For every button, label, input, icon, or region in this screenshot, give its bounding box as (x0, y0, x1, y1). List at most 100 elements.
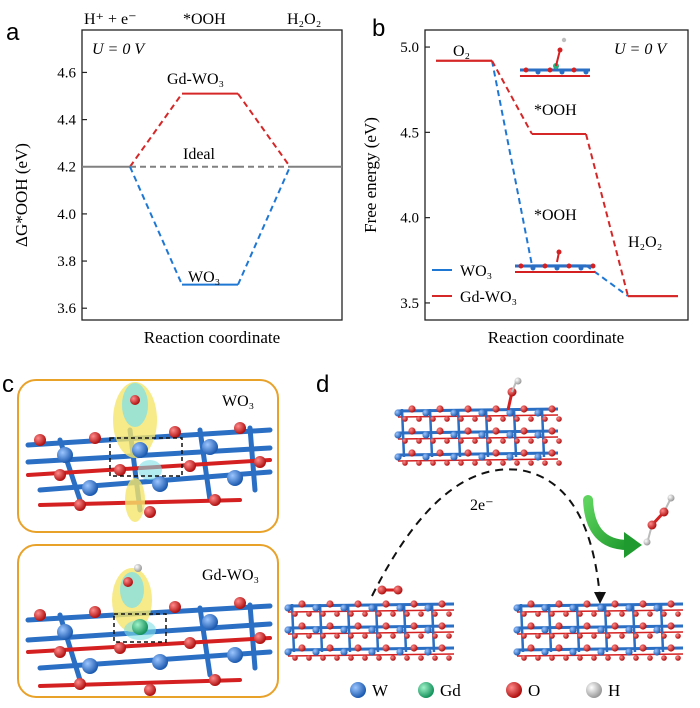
o-atom (492, 449, 500, 457)
w-atom (625, 604, 633, 612)
o-atom (591, 611, 597, 617)
o-atom (528, 438, 534, 444)
o-atom (521, 611, 527, 617)
w-atom (340, 604, 348, 612)
panel-a-plot-frame (81, 29, 343, 321)
panel-c-top-label: WO₃ (222, 393, 254, 410)
o-atom (667, 600, 675, 608)
o-atom (458, 460, 464, 466)
w-atom (534, 453, 542, 461)
o-atom (555, 622, 563, 630)
o-atom (458, 438, 464, 444)
panel-a-xlabel: Reaction coordinate (144, 328, 280, 347)
o-atom (548, 449, 556, 457)
panel-b-label-ooh-gd: *OOH (534, 102, 577, 119)
o-atom (548, 405, 556, 413)
o-atom (555, 600, 563, 608)
w-atom (569, 626, 577, 634)
slab-bond (397, 436, 559, 440)
b-connector-series-0 (491, 60, 533, 266)
w-atom (396, 626, 404, 634)
o-atom (675, 611, 681, 617)
w-atom (340, 626, 348, 634)
w-atom (284, 648, 292, 656)
o-atom (633, 611, 639, 617)
o-atom (432, 611, 438, 617)
slab-bond (484, 408, 490, 458)
o-atom (521, 655, 527, 661)
b-ytick-label: 3.5 (400, 296, 419, 312)
a-connector-wo3 (129, 166, 183, 286)
w-atom (541, 626, 549, 634)
gd-atom (354, 600, 362, 608)
a-connector-gd (129, 93, 183, 168)
panel-b-wo3-structure-thumbnail (515, 249, 596, 273)
slab-bond (456, 408, 462, 458)
w-atom (312, 648, 320, 656)
o-atom (611, 600, 619, 608)
w-atom (284, 604, 292, 612)
o-atom (563, 655, 569, 661)
panel-b: b U = 0 V 3.54.04.55.0 O₂ *OOH *OOH H₂O₂ (361, 15, 689, 347)
o-atom (416, 438, 422, 444)
o-atom (619, 611, 625, 617)
o-atom (639, 644, 647, 652)
o-atom (390, 611, 396, 617)
w-atom (597, 648, 605, 656)
o-atom (436, 427, 444, 435)
o-atom (326, 622, 334, 630)
o-atom (320, 611, 326, 617)
o-atom (292, 655, 298, 661)
w-atom (450, 431, 458, 439)
o-atom (446, 655, 452, 661)
panel-a-header-right: H₂O₂ (287, 11, 321, 28)
legend-o-marker (506, 682, 522, 698)
o-atom (583, 644, 591, 652)
o-atom (661, 633, 667, 639)
o-atom (472, 416, 478, 422)
o-atom (514, 416, 520, 422)
panel-a-label-wo3: WO₃ (188, 269, 220, 286)
slab-bond (547, 603, 553, 653)
o-atom (520, 405, 528, 413)
o-atom (633, 633, 639, 639)
panel-a-header-left: H⁺ + e⁻ (84, 11, 137, 28)
o-atom (438, 622, 446, 630)
o-atom (376, 611, 382, 617)
a-ytick-label: 3.8 (57, 254, 76, 270)
o-atom (520, 427, 528, 435)
w-atom (653, 604, 661, 612)
o-atom (432, 633, 438, 639)
o-atom (605, 611, 611, 617)
o-atom (647, 611, 653, 617)
panel-b-gd-structure-thumbnail (520, 37, 590, 77)
panel-d-slab-with-o2 (284, 600, 455, 661)
panel-c-gd-wo3-charge-density: Gd-WO₃ (17, 544, 279, 698)
slab-bond (402, 603, 408, 653)
o-atom (583, 622, 591, 630)
w-atom (394, 431, 402, 439)
b-ytick-label: 4.0 (400, 211, 419, 227)
o-atom (500, 460, 506, 466)
o-atom (675, 655, 681, 661)
o-atom (408, 405, 416, 413)
w-atom (506, 409, 514, 417)
slab-bond (603, 603, 609, 653)
w-atom (534, 431, 542, 439)
w-atom (450, 453, 458, 461)
w-atom (597, 626, 605, 634)
o-atom (486, 438, 492, 444)
o-atom (410, 644, 418, 652)
o-atom (382, 644, 390, 652)
legend-h-marker (586, 682, 602, 698)
panel-b-y-ticks: 3.54.04.55.0 (400, 40, 430, 312)
o-atom (486, 416, 492, 422)
a-ytick-label: 4.4 (57, 113, 76, 129)
o-atom (436, 449, 444, 457)
slab-bond (428, 408, 434, 458)
panel-c-letter: c (2, 371, 14, 398)
o-atom (408, 427, 416, 435)
o-atom (382, 600, 390, 608)
o-atom (404, 655, 410, 661)
